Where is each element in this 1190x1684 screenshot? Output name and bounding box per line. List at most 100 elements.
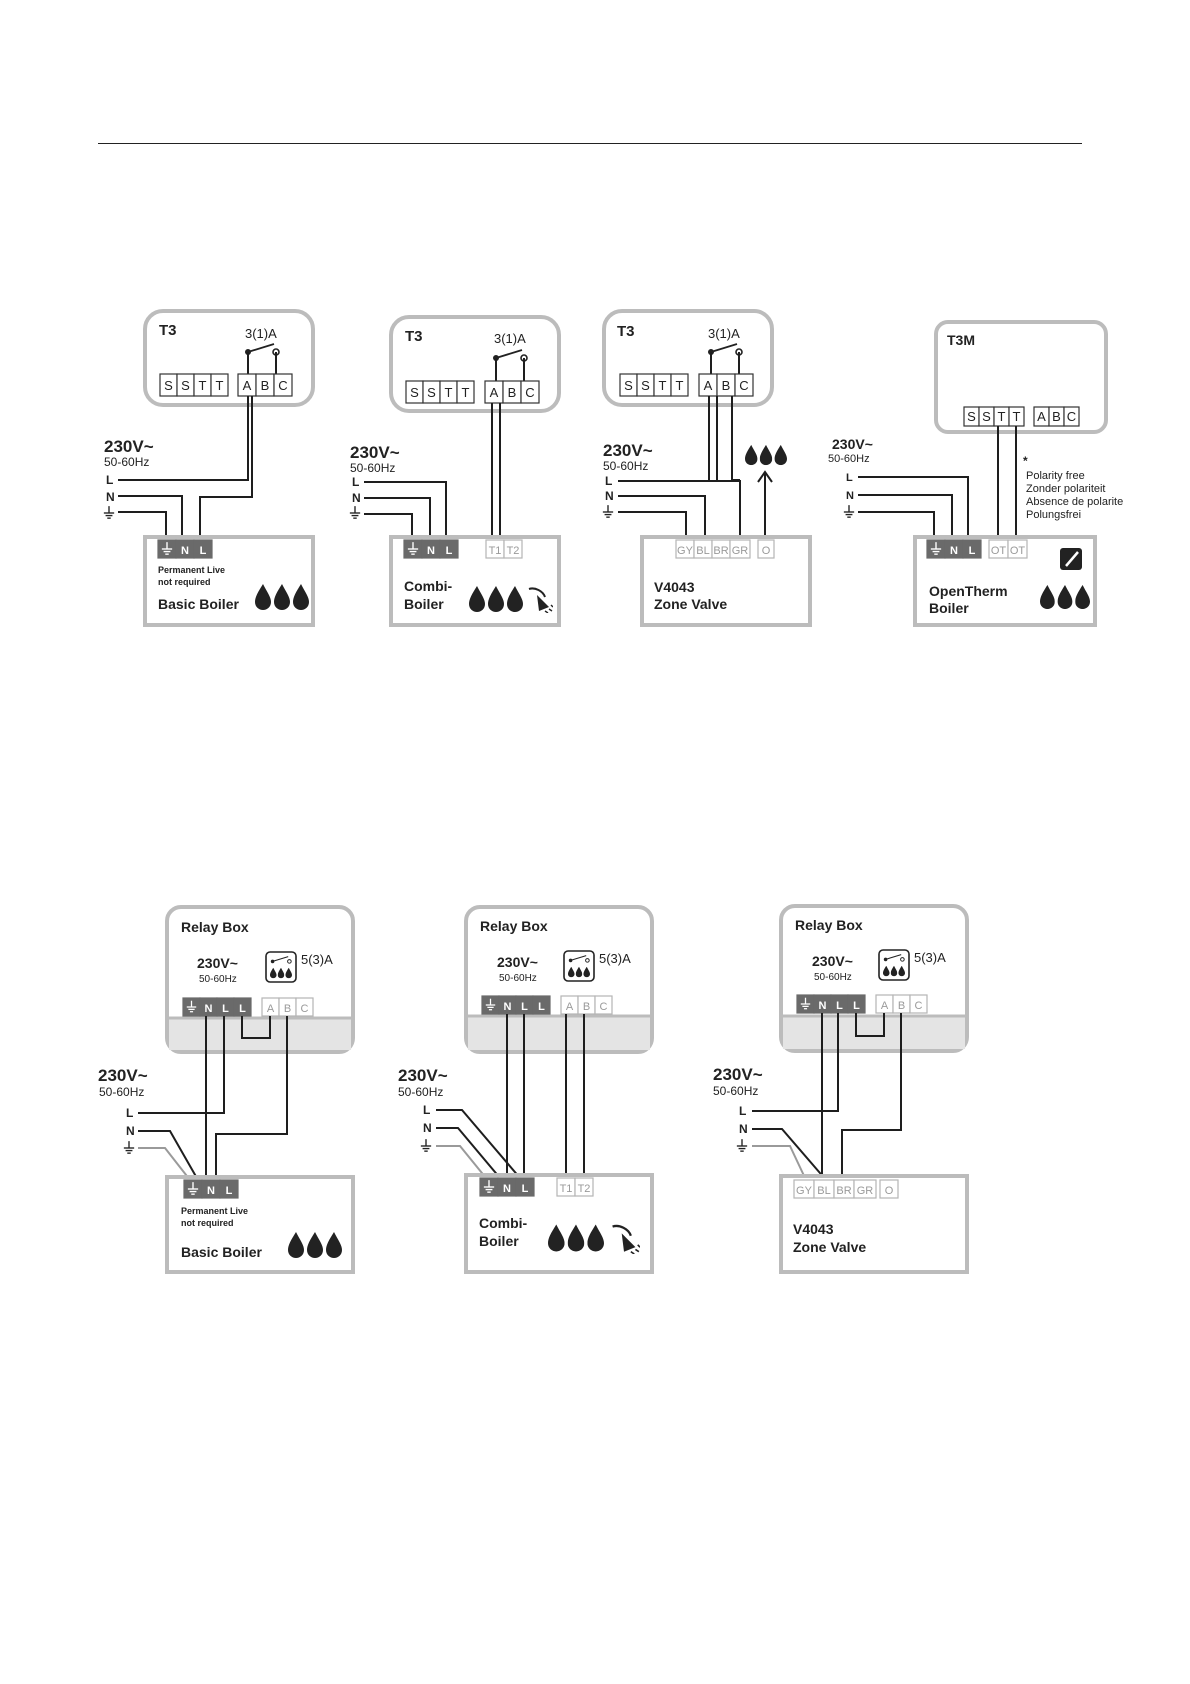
flame-icon bbox=[1040, 585, 1090, 609]
svg-text:C: C bbox=[600, 1001, 608, 1013]
svg-text:T: T bbox=[199, 378, 207, 393]
diagram-t3-zone-valve: T3 3(1)A S S T T A B C 230V~ 50-60Hz L N… bbox=[602, 309, 812, 627]
svg-text:N: N bbox=[181, 545, 189, 557]
svg-text:N: N bbox=[126, 1124, 135, 1138]
svg-text:Relay Box: Relay Box bbox=[795, 917, 863, 933]
svg-text:T: T bbox=[659, 378, 667, 393]
svg-text:50-60Hz: 50-60Hz bbox=[398, 1085, 443, 1099]
svg-text:OT: OT bbox=[1010, 545, 1026, 557]
svg-text:L: L bbox=[522, 1183, 529, 1195]
t3m-terminal-strip: S S T T A B C bbox=[963, 406, 1080, 427]
svg-text:T: T bbox=[462, 385, 470, 400]
svg-text:B: B bbox=[1052, 409, 1061, 424]
svg-text:S: S bbox=[641, 378, 650, 393]
svg-text:S: S bbox=[164, 378, 173, 393]
svg-text:T: T bbox=[676, 378, 684, 393]
svg-text:Polungsfrei: Polungsfrei bbox=[1026, 509, 1081, 521]
freq-label: 50-60Hz bbox=[104, 455, 149, 469]
svg-text:A: A bbox=[1037, 409, 1046, 424]
svg-text:Combi-: Combi- bbox=[404, 578, 453, 594]
svg-text:O: O bbox=[762, 545, 771, 557]
svg-text:B: B bbox=[508, 385, 517, 400]
t3-terminal-strip: S S T T A B C bbox=[159, 373, 293, 397]
svg-text:3(1)A: 3(1)A bbox=[494, 331, 526, 346]
svg-text:50-60Hz: 50-60Hz bbox=[814, 972, 852, 983]
header-rule bbox=[98, 143, 1082, 144]
svg-text:50-60Hz: 50-60Hz bbox=[99, 1085, 144, 1099]
svg-text:L: L bbox=[446, 545, 453, 557]
svg-text:Zonder polariteit: Zonder polariteit bbox=[1026, 483, 1106, 495]
svg-text:C: C bbox=[525, 385, 534, 400]
svg-text:O: O bbox=[885, 1185, 894, 1197]
svg-text:Boiler: Boiler bbox=[404, 596, 444, 612]
svg-text:A: A bbox=[243, 378, 252, 393]
svg-text:50-60Hz: 50-60Hz bbox=[499, 973, 537, 984]
svg-text:B: B bbox=[583, 1001, 590, 1013]
svg-text:A: A bbox=[267, 1003, 275, 1015]
svg-text:A: A bbox=[704, 378, 713, 393]
svg-text:50-60Hz: 50-60Hz bbox=[199, 974, 237, 985]
svg-text:N: N bbox=[205, 1003, 213, 1015]
flame-icon bbox=[288, 1232, 342, 1258]
svg-text:Combi-: Combi- bbox=[479, 1215, 528, 1231]
svg-text:N: N bbox=[605, 489, 614, 503]
flame-icon bbox=[469, 586, 523, 612]
svg-text:230V~: 230V~ bbox=[832, 436, 873, 452]
svg-text:B: B bbox=[261, 378, 270, 393]
opentherm-logo-icon bbox=[1060, 548, 1082, 570]
svg-text:T: T bbox=[998, 409, 1006, 424]
relay-box-title: Relay Box bbox=[181, 919, 249, 935]
svg-text:T2: T2 bbox=[507, 545, 520, 557]
svg-text:230V~: 230V~ bbox=[812, 953, 853, 969]
svg-text:BL: BL bbox=[696, 545, 709, 557]
svg-text:Basic Boiler: Basic Boiler bbox=[181, 1244, 262, 1260]
svg-text:T1: T1 bbox=[489, 545, 502, 557]
svg-text:5(3)A: 5(3)A bbox=[301, 952, 333, 967]
svg-text:S: S bbox=[982, 409, 991, 424]
svg-text:B: B bbox=[284, 1003, 291, 1015]
svg-text:Permanent Live: Permanent Live bbox=[181, 1206, 248, 1216]
svg-text:L: L bbox=[605, 474, 612, 488]
svg-text:Boiler: Boiler bbox=[479, 1233, 519, 1249]
basic-boiler-label: Basic Boiler bbox=[158, 596, 239, 612]
svg-text:N: N bbox=[503, 1183, 511, 1195]
svg-text:Boiler: Boiler bbox=[929, 600, 969, 616]
svg-text:N: N bbox=[423, 1121, 432, 1135]
svg-text:V4043: V4043 bbox=[793, 1221, 834, 1237]
svg-text:A: A bbox=[490, 385, 499, 400]
svg-text:L: L bbox=[969, 545, 976, 557]
svg-text:L: L bbox=[846, 472, 853, 484]
t3-terminal-strip: S S T T A B C bbox=[619, 373, 754, 397]
svg-text:C: C bbox=[915, 1000, 923, 1012]
svg-text:L: L bbox=[106, 473, 113, 487]
t3-title: T3 bbox=[159, 322, 177, 339]
diagram-t3m-opentherm-boiler: T3M S S T T A B C 230V~ 50-60Hz L N * Po… bbox=[828, 320, 1123, 627]
svg-text:L: L bbox=[538, 1001, 545, 1013]
svg-text:L: L bbox=[126, 1106, 133, 1120]
svg-text:230V~: 230V~ bbox=[603, 441, 653, 460]
svg-text:S: S bbox=[624, 378, 633, 393]
svg-text:GR: GR bbox=[732, 545, 749, 557]
svg-text:L: L bbox=[739, 1104, 746, 1118]
svg-text:50-60Hz: 50-60Hz bbox=[828, 453, 870, 465]
svg-text:L: L bbox=[521, 1001, 528, 1013]
diagram-relay-zone-valve: Relay Box 230V~ 50-60Hz 5(3)A N L L A B … bbox=[713, 904, 969, 1274]
svg-text:N: N bbox=[846, 490, 854, 502]
svg-text:50-60Hz: 50-60Hz bbox=[713, 1084, 758, 1098]
svg-text:T: T bbox=[445, 385, 453, 400]
svg-text:L: L bbox=[200, 545, 207, 557]
svg-text:T: T bbox=[1013, 409, 1021, 424]
svg-text:N: N bbox=[504, 1001, 512, 1013]
svg-text:Zone Valve: Zone Valve bbox=[793, 1239, 866, 1255]
svg-text:N: N bbox=[950, 545, 958, 557]
svg-text:C: C bbox=[278, 378, 287, 393]
t3m-title: T3M bbox=[947, 332, 975, 348]
t3m-thermostat-box bbox=[934, 320, 1108, 434]
t3-terminal-strip: S S T T A B C bbox=[405, 380, 540, 404]
svg-text:S: S bbox=[427, 385, 436, 400]
svg-text:not required: not required bbox=[158, 577, 211, 587]
svg-text:5(3)A: 5(3)A bbox=[914, 950, 946, 965]
svg-text:L: L bbox=[352, 475, 359, 489]
svg-text:L: L bbox=[423, 1103, 430, 1117]
